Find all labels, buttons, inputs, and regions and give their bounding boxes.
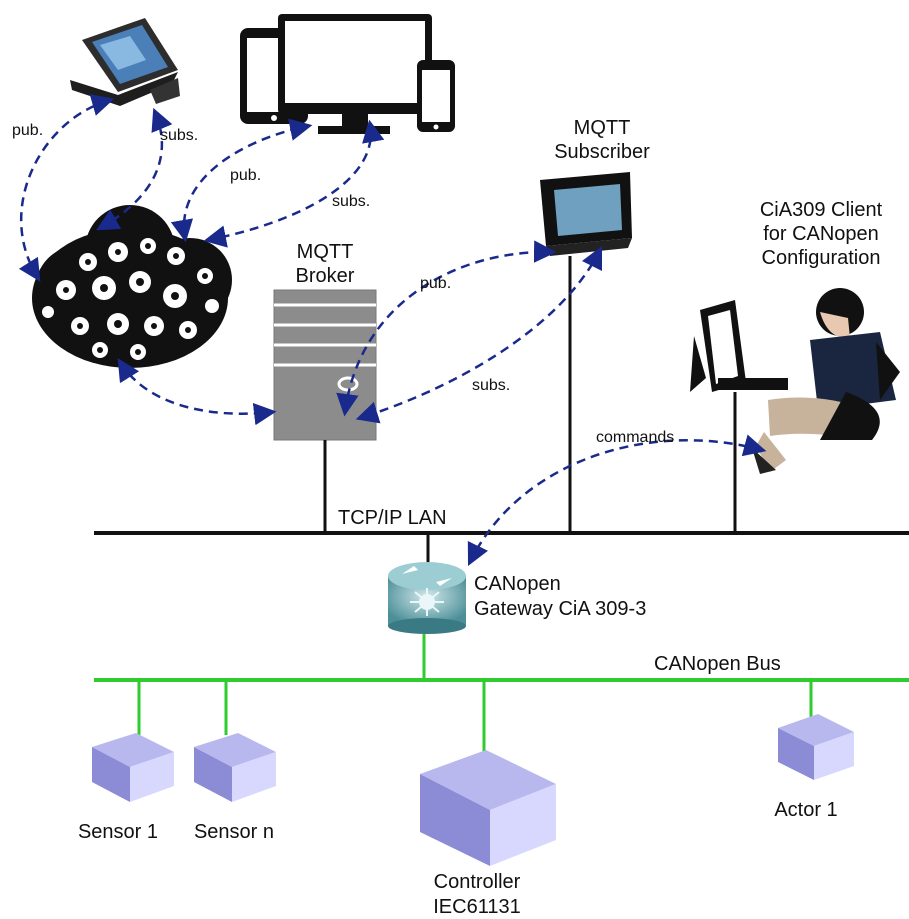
smartphone-icon: [417, 60, 455, 132]
person-at-computer-icon: [690, 288, 900, 474]
tcpip-lan-label: TCP/IP LAN: [338, 507, 447, 529]
rugged-laptop-icon: [70, 18, 180, 106]
arrow-pub-laptop: [18, 94, 115, 282]
gateway-label-line2: Gateway CiA 309-3: [474, 598, 646, 620]
canopen-gateway-icon: [388, 562, 466, 634]
pub-label-devices: pub.: [230, 167, 261, 184]
mqtt-broker-label-line2: Broker: [296, 265, 355, 287]
actor-1-box-icon: [778, 714, 854, 780]
arrow-subs-laptop: [96, 107, 173, 231]
cloud-of-gears-icon: [32, 205, 232, 368]
mqtt-subscriber-terminal-icon: [540, 172, 632, 256]
arrow-commands: [467, 434, 767, 567]
sensor-n-label: Sensor n: [194, 821, 274, 843]
arrow-subs-devices: [203, 119, 385, 248]
subs-label-laptop: subs.: [160, 127, 198, 144]
controller-label-line1: Controller: [434, 871, 521, 893]
pub-label-laptop: pub.: [12, 122, 43, 139]
commands-label: commands: [596, 429, 674, 446]
sensor-1-label: Sensor 1: [78, 821, 158, 843]
controller-label-line2: IEC61131: [433, 896, 520, 918]
mqtt-broker-label-line1: MQTT: [297, 241, 354, 263]
arrow-cloud-broker: [117, 358, 277, 426]
canopen-bus-label: CANopen Bus: [654, 653, 781, 675]
gateway-label-line1: CANopen: [474, 573, 561, 595]
cia309-label-line2: for CANopen: [763, 223, 879, 245]
mqtt-broker-server-icon: [273, 289, 377, 441]
actor-1-label: Actor 1: [774, 799, 837, 821]
subs-label-subscriber: subs.: [472, 377, 510, 394]
mqtt-subscriber-label-line1: MQTT: [574, 117, 631, 139]
cia309-label-line1: CiA309 Client: [760, 199, 883, 221]
sensor-n-box-icon: [194, 733, 276, 802]
arrow-subs-subscriber: [355, 245, 603, 424]
mqtt-subscriber-label-line2: Subscriber: [554, 141, 650, 163]
controller-box-icon: [420, 750, 556, 866]
subs-label-devices: subs.: [332, 193, 370, 210]
sensor-1-box-icon: [92, 733, 174, 802]
pub-label-subscriber: pub.: [420, 275, 451, 292]
cia309-label-line3: Configuration: [762, 247, 881, 269]
